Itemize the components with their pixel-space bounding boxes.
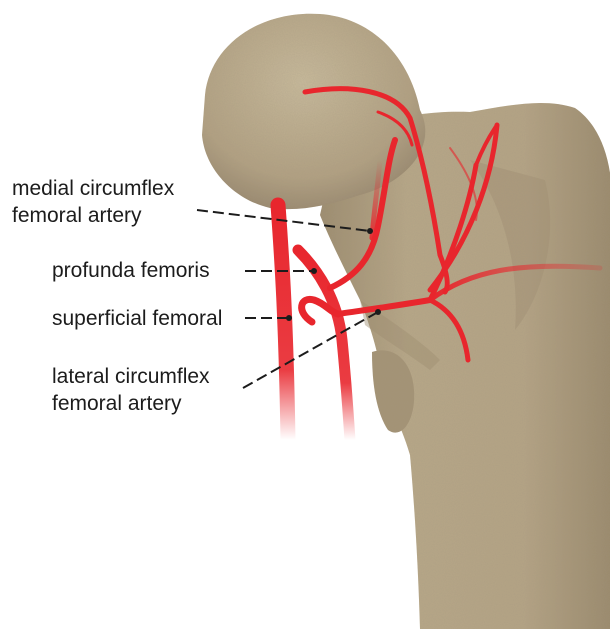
femur-bone (202, 14, 610, 629)
endpoint-superficial (286, 315, 292, 321)
endpoint-profunda (311, 268, 317, 274)
label-medial-circumflex-line2: femoral artery (12, 204, 142, 227)
endpoint-medial (367, 228, 373, 234)
label-medial-circumflex-line1: medial circumflex (12, 177, 175, 200)
label-profunda-femoris: profunda femoris (52, 259, 210, 282)
label-lateral-circumflex-line2: femoral artery (52, 392, 182, 415)
femoral-head (202, 14, 425, 209)
superficial-femoral-artery (278, 205, 288, 440)
label-lateral-circumflex-line1: lateral circumflex (52, 365, 210, 388)
label-superficial-femoral: superficial femoral (52, 307, 222, 330)
labels: medial circumflex femoral artery profund… (12, 177, 222, 415)
endpoint-lateral (375, 309, 381, 315)
